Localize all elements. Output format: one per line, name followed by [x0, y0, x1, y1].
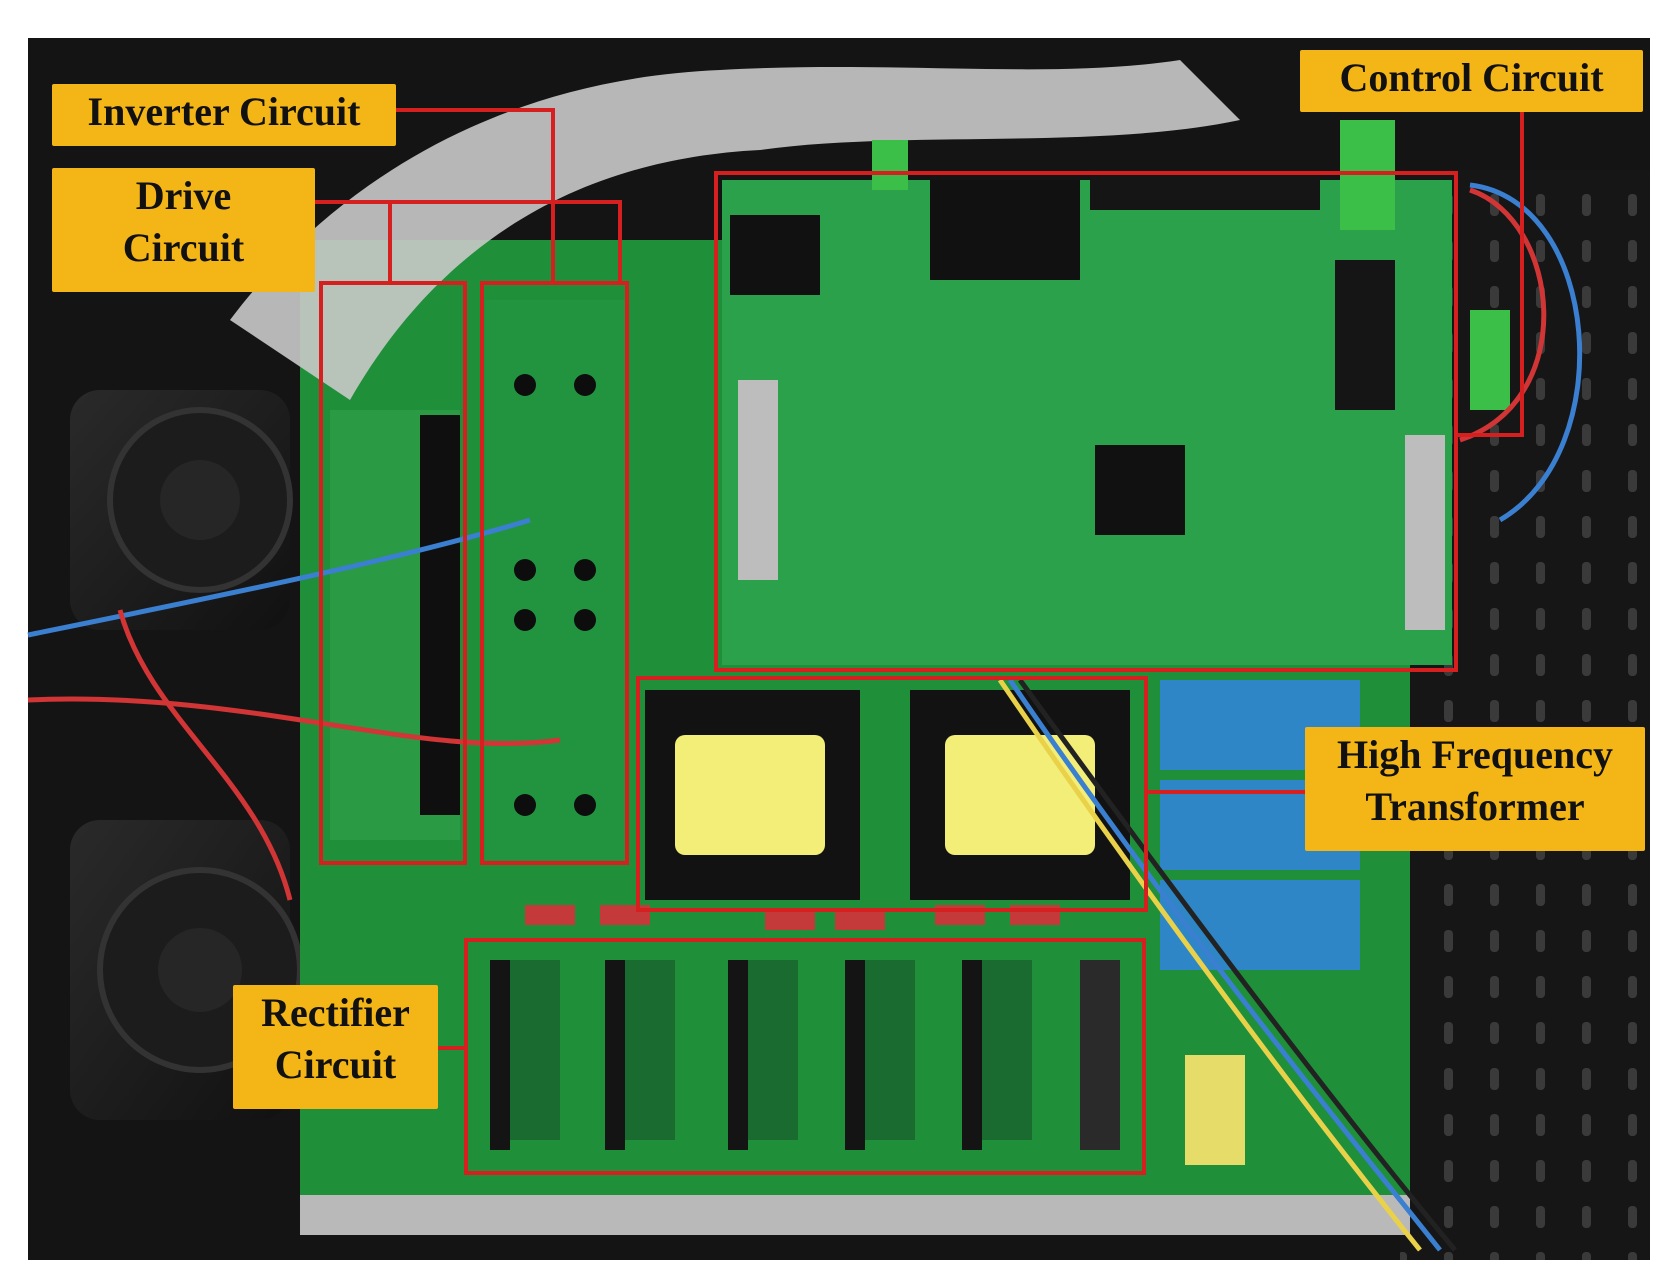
label-control-circuit: Control Circuit [1300, 50, 1643, 112]
drive-circuit-box [319, 281, 467, 865]
rectifier-diodes [490, 960, 1120, 1150]
blue-capacitor [1160, 880, 1360, 970]
label-rectifier-circuit: Rectifier Circuit [233, 985, 438, 1109]
wires [27, 182, 1583, 1252]
label-rectifier-line2: Circuit [274, 1042, 397, 1087]
control-board [722, 180, 1452, 665]
label-drive-circuit: Drive Circuit [52, 168, 315, 292]
transformer-right [910, 690, 1130, 900]
annotation-boxes [319, 171, 1458, 1175]
rectifier-box [464, 938, 1146, 1175]
leader-lines [315, 108, 1524, 1050]
label-drive-line1: Drive [135, 173, 232, 218]
label-inverter-text: Inverter Circuit [87, 89, 361, 134]
board-bottom-plate [300, 1195, 1410, 1235]
label-inverter-circuit: Inverter Circuit [52, 84, 396, 146]
label-transformer-line2: Transformer [1365, 784, 1585, 829]
control-circuit-box [714, 171, 1458, 672]
inverter-board [485, 300, 625, 860]
label-drive-line2: Circuit [122, 225, 245, 270]
ribbon-cable [230, 60, 1240, 400]
label-control-text: Control Circuit [1339, 55, 1604, 100]
transformer-left [645, 690, 860, 900]
label-transformer-line1: High Frequency [1337, 732, 1613, 777]
label-rectifier-line1: Rectifier [261, 990, 410, 1035]
fan-top [70, 390, 293, 630]
label-high-frequency-transformer: High Frequency Transformer [1305, 727, 1645, 851]
